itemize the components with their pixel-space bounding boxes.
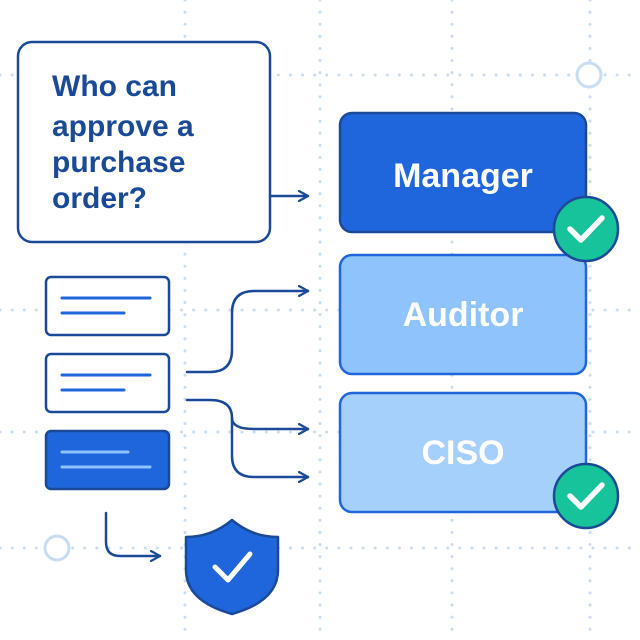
question-line-2: approve a (52, 110, 194, 143)
role-box-auditor: Auditor (338, 253, 588, 376)
role-box-manager: Manager (338, 111, 588, 234)
document-card-icon (44, 275, 171, 337)
shield-check-icon (184, 518, 280, 616)
check-circle-icon (552, 195, 620, 263)
question-line-4: order? (52, 182, 147, 215)
document-card-icon (44, 429, 171, 491)
connector-to-ciso (185, 398, 310, 429)
question-line-1: Who can (52, 70, 177, 103)
connector-to-ciso-lower (230, 416, 310, 477)
connector-to-shield (104, 511, 162, 556)
question-card: Who can approve a purchase order? (16, 40, 272, 244)
role-label-manager: Manager (393, 157, 533, 195)
question-line-3: purchase (52, 146, 185, 179)
role-label-auditor: Auditor (403, 296, 524, 334)
connector-to-auditor (185, 291, 310, 374)
role-box-ciso: CISO (338, 391, 588, 514)
role-label-ciso: CISO (421, 434, 504, 472)
check-circle-icon (552, 462, 620, 530)
document-card-icon (44, 352, 171, 414)
connectors (104, 291, 310, 556)
grid-node-rings (43, 61, 603, 562)
